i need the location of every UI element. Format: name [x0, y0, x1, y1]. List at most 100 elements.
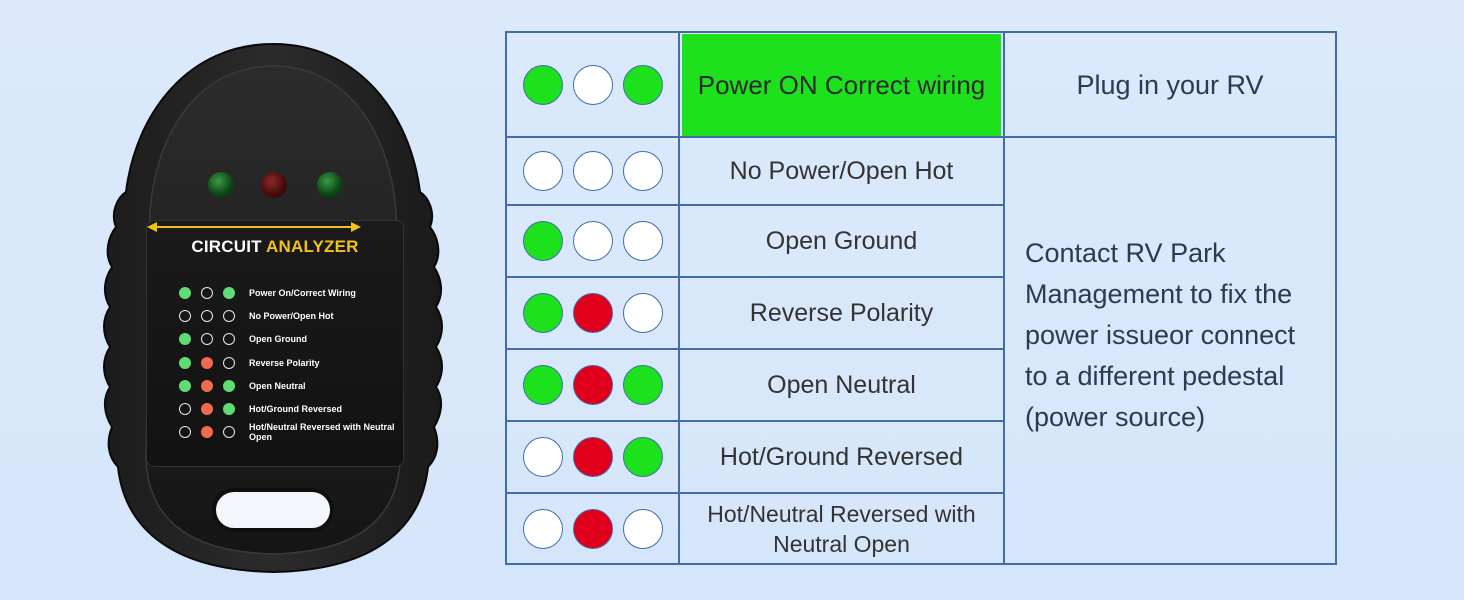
indicator-dot-red	[572, 437, 613, 477]
indicator-dot-off	[572, 221, 613, 261]
panel-title-analyzer: ANALYZER	[266, 237, 359, 256]
action-cell-fault: Contact RV Park Management to fix the po…	[1005, 139, 1335, 565]
status-cell: No Power/Open Hot	[680, 137, 1003, 205]
legend-label: Open Neutral	[249, 380, 306, 391]
indicator-dot-red	[572, 509, 613, 549]
column-divider	[1003, 33, 1005, 563]
legend-row: No Power/Open Hot	[179, 304, 399, 327]
status-cell: Open Neutral	[680, 349, 1003, 421]
action-cell-ok: Plug in your RV	[1005, 33, 1335, 137]
legend-row: Open Ground	[179, 328, 399, 351]
indicator-dot-green	[522, 221, 563, 261]
legend-row: Power On/Correct Wiring	[179, 281, 399, 304]
panel-title-circuit: CIRCUIT	[191, 237, 262, 256]
legend-indicator-dots	[179, 356, 249, 369]
legend-row: Hot/Ground Reversed	[179, 397, 399, 420]
legend-dot-off	[201, 286, 213, 299]
row-divider	[507, 348, 1005, 350]
indicator-cell	[507, 493, 678, 565]
legend-list: Power On/Correct Wiring No Power/Open Hot…	[179, 281, 399, 444]
indicator-dot-off	[572, 65, 613, 105]
indicator-cell	[507, 349, 678, 421]
indicator-cell	[507, 421, 678, 493]
legend-dot-green	[179, 286, 191, 299]
legend-dot-green	[179, 379, 191, 392]
status-cell: Reverse Polarity	[680, 277, 1003, 349]
action-ok-label: Plug in your RV	[1076, 69, 1264, 100]
legend-dot-off	[223, 309, 235, 322]
indicator-dot-off	[622, 151, 663, 191]
indicator-dot-green	[622, 437, 663, 477]
indicator-dots	[522, 151, 663, 191]
row-divider	[507, 136, 1335, 138]
legend-indicator-dots	[179, 379, 249, 392]
indicator-cell	[507, 277, 678, 349]
indicator-dots	[522, 221, 663, 261]
circuit-analyzer-device: CIRCUIT ANALYZER Power On/Correct Wiring…	[92, 42, 454, 575]
legend-dot-red	[201, 379, 213, 392]
indicator-dots	[522, 293, 663, 333]
legend-indicator-dots	[179, 333, 249, 346]
status-cell: Power ON Correct wiring	[682, 34, 1001, 136]
legend-dot-off	[179, 403, 191, 416]
indicator-dot-green	[522, 65, 563, 105]
legend-dot-green	[179, 333, 191, 346]
legend-dot-off	[223, 333, 235, 346]
indicator-dot-off	[522, 437, 563, 477]
indicator-dot-off	[522, 151, 563, 191]
panel-title: CIRCUIT ANALYZER	[147, 237, 403, 257]
status-label: Hot/Ground Reversed	[719, 443, 964, 471]
indicator-cell	[507, 205, 678, 277]
row-divider	[507, 492, 1005, 494]
legend-dot-red	[201, 426, 213, 439]
legend-indicator-dots	[179, 309, 249, 322]
indicator-dot-green	[522, 293, 563, 333]
indicator-dots	[522, 65, 663, 105]
legend-label: Hot/Ground Reversed	[249, 404, 343, 415]
legend-dot-off	[179, 309, 191, 322]
legend-dot-green	[223, 379, 235, 392]
indicator-dot-off	[622, 509, 663, 549]
row-divider	[507, 204, 1005, 206]
indicator-dot-off	[572, 151, 613, 191]
legend-label: Open Ground	[249, 334, 307, 345]
indicator-dots	[522, 437, 663, 477]
indicator-dot-off	[522, 509, 563, 549]
legend-label: No Power/Open Hot	[249, 310, 334, 321]
double-arrow-icon	[147, 222, 361, 232]
red-led-center	[261, 172, 287, 198]
status-label: No Power/Open Hot	[729, 157, 954, 185]
legend-label: Hot/Neutral Reversed with Neutral Open	[249, 422, 395, 443]
status-table: Power ON Correct wiring No Power/Open Hot…	[505, 31, 1337, 565]
indicator-dots	[522, 365, 663, 405]
indicator-cell	[507, 33, 678, 137]
legend-dot-green	[223, 286, 235, 299]
status-label: Open Ground	[765, 227, 918, 255]
indicator-dot-green	[622, 65, 663, 105]
legend-dot-green	[179, 356, 191, 369]
status-cell: Open Ground	[680, 205, 1003, 277]
green-led-right	[317, 172, 343, 198]
status-label: Open Neutral	[767, 371, 916, 399]
action-fault-label: Contact RV Park Management to fix the po…	[1025, 238, 1296, 432]
legend-indicator-dots	[179, 286, 249, 299]
indicator-dots	[522, 509, 663, 549]
indicator-dot-green	[622, 365, 663, 405]
indicator-cell	[507, 137, 678, 205]
indicator-dot-green	[522, 365, 563, 405]
legend-row: Reverse Polarity	[179, 351, 399, 374]
legend-dot-green	[223, 403, 235, 416]
legend-indicator-dots	[179, 426, 249, 439]
legend-row: Open Neutral	[179, 374, 399, 397]
legend-label: Power On/Correct Wiring	[249, 287, 356, 298]
legend-dot-off	[179, 426, 191, 439]
status-cell: Hot/Ground Reversed	[680, 421, 1003, 493]
legend-row: Hot/Neutral Reversed with Neutral Open	[179, 421, 399, 444]
status-label: Power ON Correct wiring	[697, 70, 986, 100]
status-label: Reverse Polarity	[749, 299, 934, 327]
indicator-dot-off	[622, 221, 663, 261]
status-label: Hot/Neutral Reversed with Neutral Open	[707, 501, 976, 557]
indicator-legend-panel: CIRCUIT ANALYZER Power On/Correct Wiring…	[146, 220, 404, 467]
legend-indicator-dots	[179, 403, 249, 416]
legend-dot-off	[223, 426, 235, 439]
